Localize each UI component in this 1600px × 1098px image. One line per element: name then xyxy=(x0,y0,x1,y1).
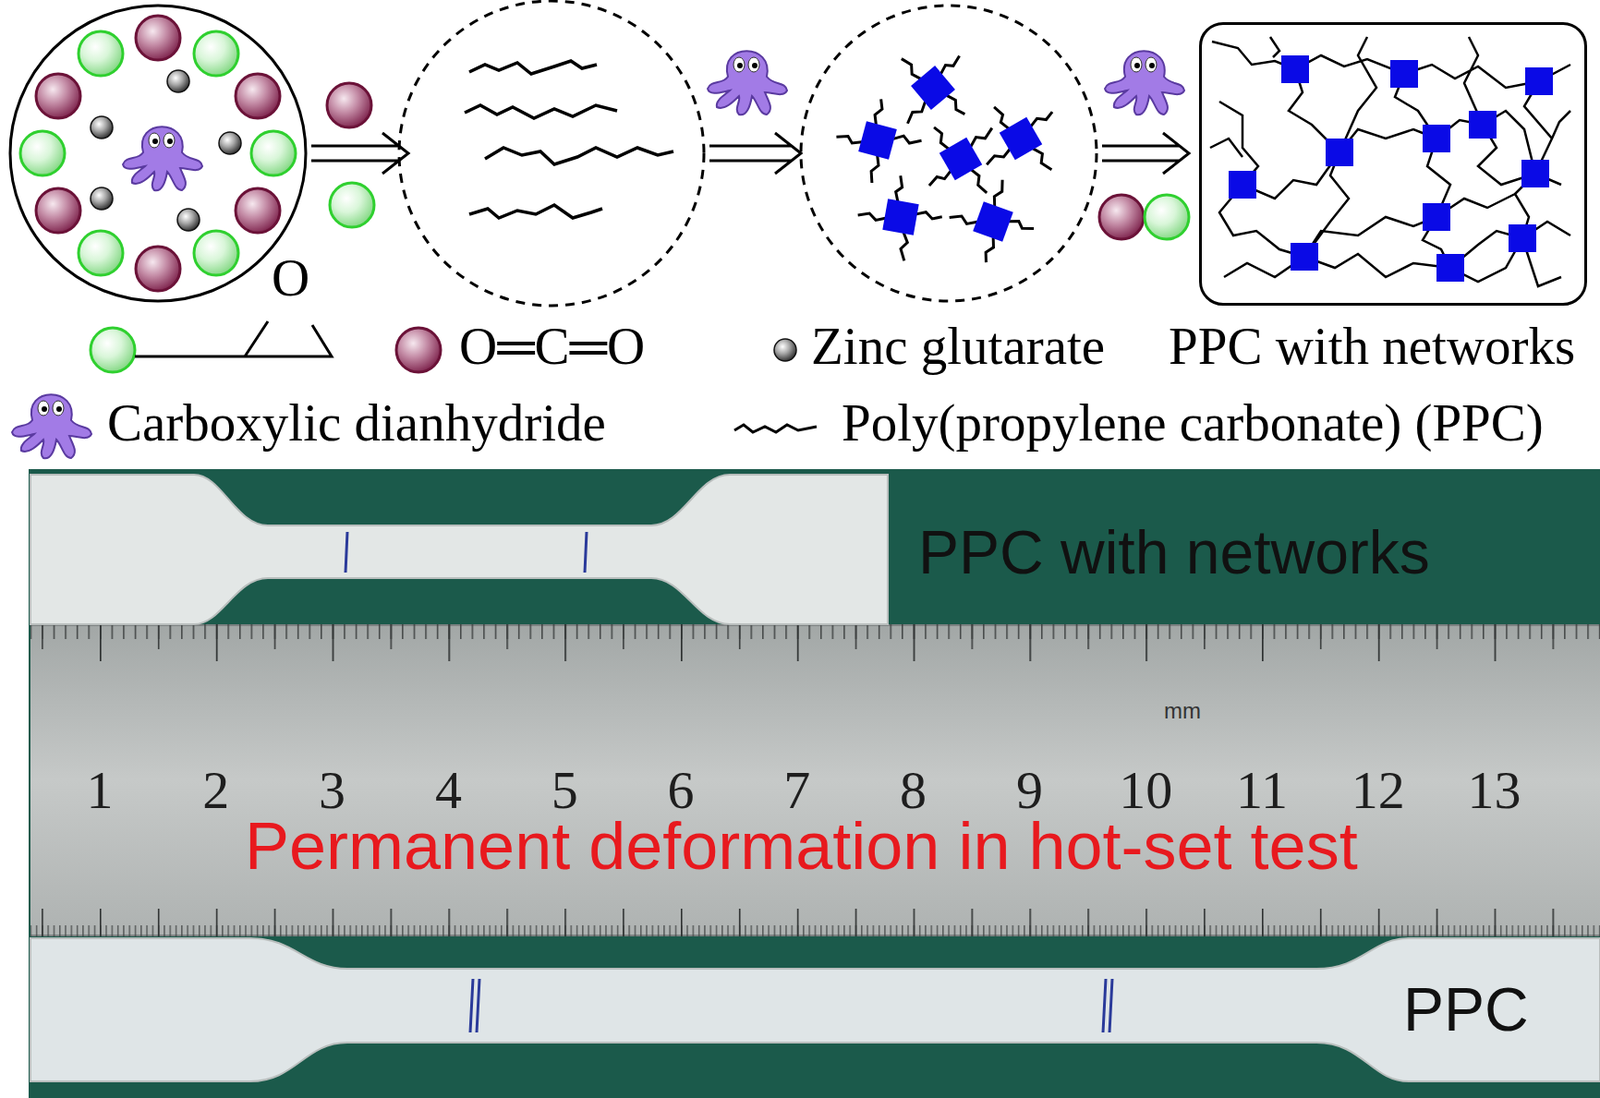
ruler-number: 5 xyxy=(551,763,579,818)
ruler-number: 8 xyxy=(899,763,927,818)
ruler-number: 2 xyxy=(202,763,230,818)
ruler-number: 6 xyxy=(667,763,695,818)
ruler-number: 10 xyxy=(1118,763,1173,818)
ruler-number: 1 xyxy=(86,763,114,818)
box-heading: PPC with networks xyxy=(1168,319,1576,373)
ruler-number: 3 xyxy=(318,763,346,818)
network-box: PPC with networks xyxy=(1199,22,1588,306)
legend-text: Carboxylic dianhydride xyxy=(107,396,607,449)
ruler-number: 13 xyxy=(1467,763,1522,818)
ruler-unit: mm xyxy=(1163,700,1201,723)
specimen-label: PPC with networks xyxy=(918,521,1431,583)
legend-text: O═C═O xyxy=(459,319,645,373)
ruler-number: 4 xyxy=(435,763,462,818)
atom-label: O xyxy=(271,251,310,304)
specimen-label: PPC xyxy=(1403,979,1529,1041)
ruler-number: 12 xyxy=(1351,763,1406,818)
ruler-number: 7 xyxy=(783,763,811,818)
legend-text: Poly(propylene carbonate) (PPC) xyxy=(841,396,1544,449)
legend-text: Zinc glutarate xyxy=(811,319,1105,373)
ruler-number: 11 xyxy=(1236,763,1288,818)
test-caption: Permanent deformation in hot-set test xyxy=(244,812,1358,880)
ruler-number: 9 xyxy=(1016,763,1043,818)
